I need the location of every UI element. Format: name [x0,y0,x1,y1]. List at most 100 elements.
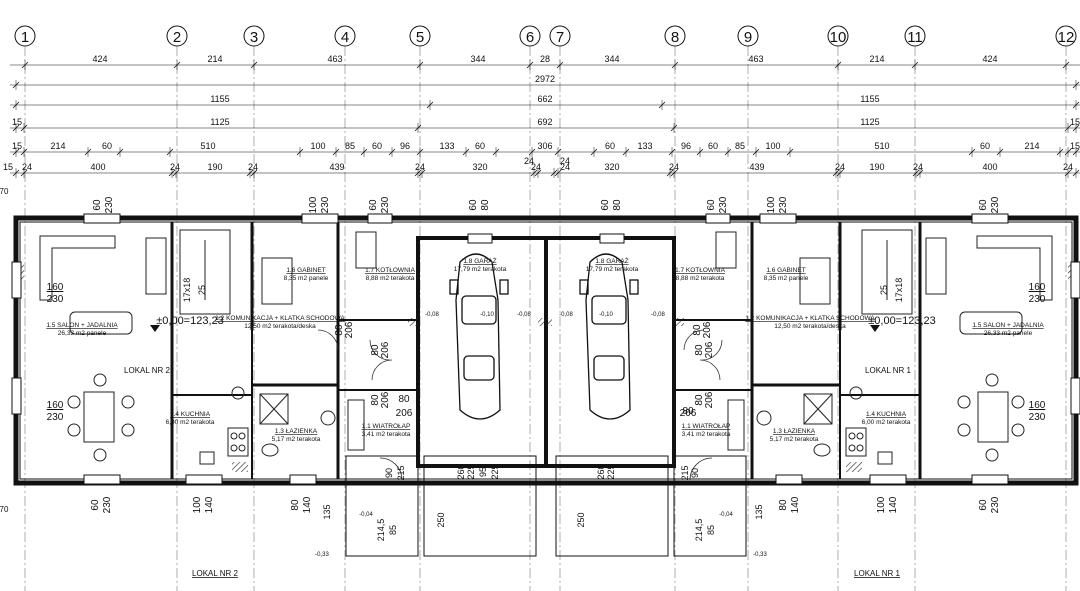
room-area: 17,79 m2 terakota [454,266,507,273]
dimension-value: 662 [537,94,552,104]
room-area: 8,88 m2 terakota [676,275,725,282]
axis-label: 8 [671,29,679,46]
windows [11,213,1080,485]
axis-label: 1 [21,29,29,46]
window-height: 230 [778,196,789,213]
dimension-value: 15 [12,117,22,127]
dimension-value: 306 [537,141,552,151]
dimension-value: 24 [913,162,923,172]
room-label: 1.8 GARAŻ [463,256,496,265]
window-width: 100 [308,196,319,213]
axis-label: 3 [250,29,258,46]
floor-level: ±0,00=123,23 [868,315,936,327]
building-walls [13,215,1079,557]
room-label: 1.1 WIATROŁAP [362,423,411,430]
door-height: 206 [396,408,413,419]
dimension-value: 15 [1070,141,1080,151]
door-height: 206 [680,408,697,419]
dimension-value: 320 [472,162,487,172]
room-area: 6,00 m2 terakota [862,419,911,426]
window-width: 60 [706,199,717,211]
door-width: 80 [334,324,345,336]
vestibule-dim: 85 [388,525,398,535]
window-height: 230 [1029,412,1046,423]
dimension-value: 320 [604,162,619,172]
dimension-value: 400 [982,162,997,172]
room-label: 1.7 KOTŁOWNIA [675,267,726,274]
window-height: 140 [888,496,899,513]
window-height: 80 [612,199,623,211]
room-label: 1.6 GABINET [766,267,805,274]
door-height: 206 [380,341,391,358]
room-area: 12,50 m2 terakota/deska [774,323,846,330]
dimension-value: 214 [1024,141,1039,151]
room-area: 8,35 m2 panele [764,275,809,282]
dimension-value: 24 [248,162,258,172]
dimension-value: 24 [669,162,679,172]
window-height: 140 [302,496,313,513]
dimension-value: 463 [327,54,342,64]
window-width: 60 [978,499,989,511]
room-label: 1.4 KUCHNIA [170,411,211,418]
axis-label: 6 [526,29,534,46]
dimension-value: 424 [92,54,107,64]
level-value: -0,33 [315,552,329,558]
room-label: 1.5 SALON + JADALNIA [972,322,1044,329]
room-label: 1.3 ŁAZIENKA [773,428,816,435]
window-width: 60 [468,199,479,211]
door-height: 206 [344,321,355,338]
vestibule-dim: 214,5 [376,519,386,542]
level-value: -0,33 [753,552,767,558]
window-width: 100 [192,496,203,513]
dimension-value: 24 [560,162,570,172]
door-width: 80 [694,344,705,356]
garage-door-width: 260 [596,464,606,479]
axis-label: 11 [907,29,923,46]
level-value: -0,08 [425,312,439,318]
room-area: 26,33 m2 panele [58,330,107,337]
room-area: 8,88 m2 terakota [366,275,415,282]
window-height: 230 [104,196,115,213]
door-width: 80 [370,394,381,406]
room-area: 5,17 m2 terakota [770,436,819,443]
level-value: -0,04 [359,512,373,518]
door-swings [317,329,723,481]
dimension-value: 60 [980,141,990,151]
room-area: 26,33 m2 panele [984,330,1033,337]
car-right [579,253,639,420]
dimension-value: 463 [748,54,763,64]
dimension-value: 344 [604,54,619,64]
dimension-value: 60 [102,141,112,151]
window-width: 60 [600,199,611,211]
room-area: 3,41 m2 terakota [362,431,411,438]
axis-label: 5 [416,29,424,46]
edge-dim: 70 [0,505,9,514]
dimension-value: 133 [637,141,652,151]
garage-door-height: 225 [490,464,500,479]
axis-label: 10 [830,29,847,46]
window-width: 160 [47,400,64,411]
door-width: 80 [398,394,410,405]
window-height: 140 [790,496,801,513]
room-label: 1.8 GARAŻ [595,256,628,265]
level-value: -0,04 [719,512,733,518]
window-width: 100 [766,196,777,213]
dimension-value: 15 [3,162,13,172]
driveway-length: 250 [576,512,586,527]
dimension-value: 24 [531,162,541,172]
door-height: 206 [380,391,391,408]
window-height: 230 [320,196,331,213]
window-height: 230 [990,196,1001,213]
dimension-value: 24 [170,162,180,172]
car-left [449,253,509,420]
level-value: -0,10 [599,312,613,318]
dimension-value: 96 [681,141,691,151]
dimension-value: 15 [1070,117,1080,127]
level-value: -0,10 [480,312,494,318]
room-area: 12,50 m2 terakota/deska [244,323,316,330]
dimension-value: 15 [12,141,22,151]
unit-label: LOKAL NR 2 [192,569,238,578]
dimension-value: 214 [869,54,884,64]
